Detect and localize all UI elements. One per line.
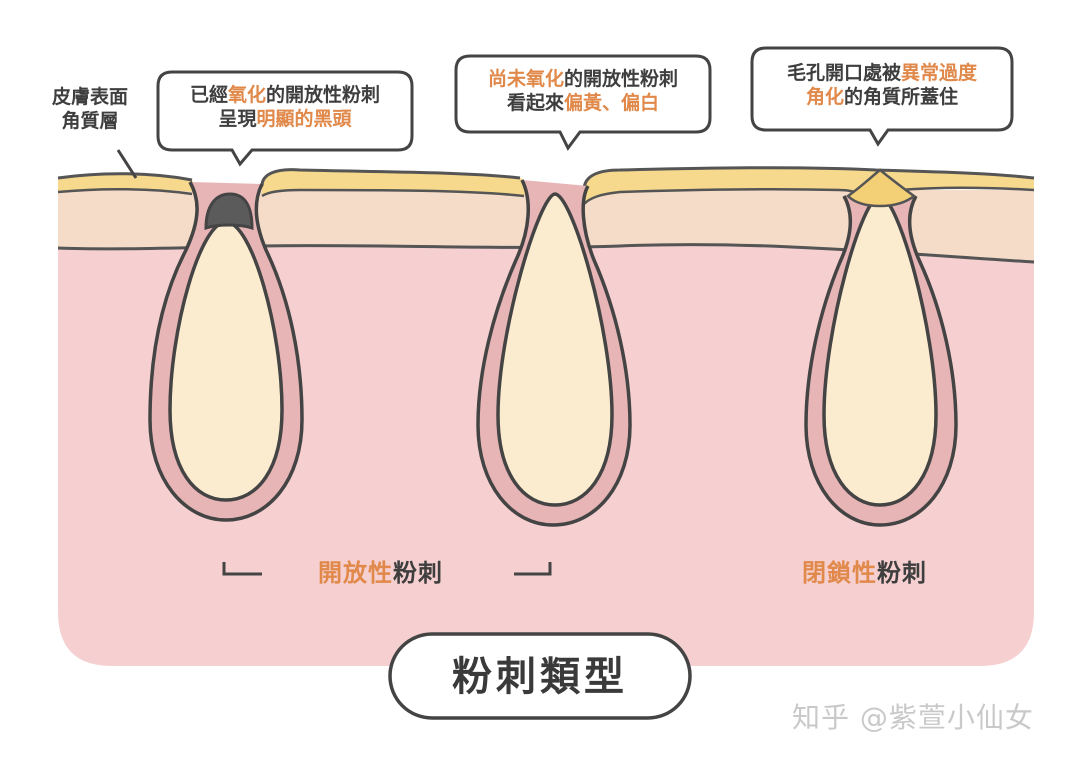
open-bracket-right [514, 562, 552, 576]
sebum-core [168, 220, 284, 502]
bubble-closed-l1b: 異常過度 [901, 62, 978, 84]
bubble-closed-l2a: 角化 [805, 85, 844, 108]
bubble-oxidized-l1c: 的開放性粉刺 [266, 84, 381, 106]
skin-surface-label: 皮膚表面 角質層 [30, 86, 150, 134]
watermark: 知乎 @紫萱小仙女 [792, 701, 1034, 734]
bubble-closed-l1a: 毛孔開口處被 [786, 62, 901, 84]
category-closed-highlight: 閉鎖性 [802, 559, 877, 587]
keratin-cap [846, 168, 917, 208]
category-open-rest: 粉刺 [393, 559, 443, 587]
sebum-core [822, 194, 938, 507]
bubble-unoxidized-frame [454, 54, 712, 151]
bubble-unoxidized: 尚未氧化的開放性粉刺 看起來偏黃、偏白 [458, 68, 708, 116]
bubble-closed-l2b: 的角質所蓋住 [844, 85, 959, 108]
bubble-unoxidized-l2b: 偏黃、偏白 [564, 91, 660, 114]
bubble-oxidized-l1a: 已經 [189, 84, 228, 106]
bubble-oxidized-l2b: 明顯的黑頭 [256, 107, 352, 130]
skin-surface-line-mid [260, 168, 521, 187]
skin-surface-label-line2: 角質層 [61, 109, 119, 132]
bubble-oxidized-l2a: 呈現 [218, 107, 257, 130]
stratum-corneum-layer [58, 173, 200, 192]
bubble-oxidized: 已經氧化的開放性粉刺 呈現明顯的黑頭 [160, 84, 410, 132]
category-closed-label: 閉鎖性粉刺 [802, 558, 927, 588]
bubble-closed: 毛孔開口處被異常過度 角化的角質所蓋住 [754, 62, 1010, 110]
follicle-closed [804, 168, 958, 527]
title-pill [388, 632, 692, 720]
diagram-title: 粉刺類型 [452, 654, 628, 700]
blackhead-plug [204, 192, 254, 231]
follicle-open-unoxidized [476, 179, 632, 527]
open-bracket-left [222, 562, 262, 576]
follicle-open-oxidized [148, 181, 304, 522]
bubble-unoxidized-l1a: 尚未氧化 [487, 68, 564, 90]
skin-surface-line-right [582, 166, 1035, 191]
bubble-unoxidized-l1b: 的開放性粉刺 [564, 68, 679, 90]
skin-surface-pointer [116, 149, 138, 179]
sebum-core [496, 192, 614, 507]
bubble-oxidized-frame [156, 70, 414, 167]
category-closed-rest: 粉刺 [877, 559, 927, 587]
skin-surface-line-left [57, 172, 193, 182]
category-open-label: 開放性粉刺 [318, 558, 443, 588]
category-open-highlight: 開放性 [318, 559, 393, 587]
bubble-unoxidized-l2a: 看起來 [506, 91, 564, 114]
bubble-closed-frame [750, 46, 1014, 147]
bubble-oxidized-l1b: 氧化 [227, 84, 266, 106]
skin-surface-label-line1: 皮膚表面 [51, 86, 128, 108]
